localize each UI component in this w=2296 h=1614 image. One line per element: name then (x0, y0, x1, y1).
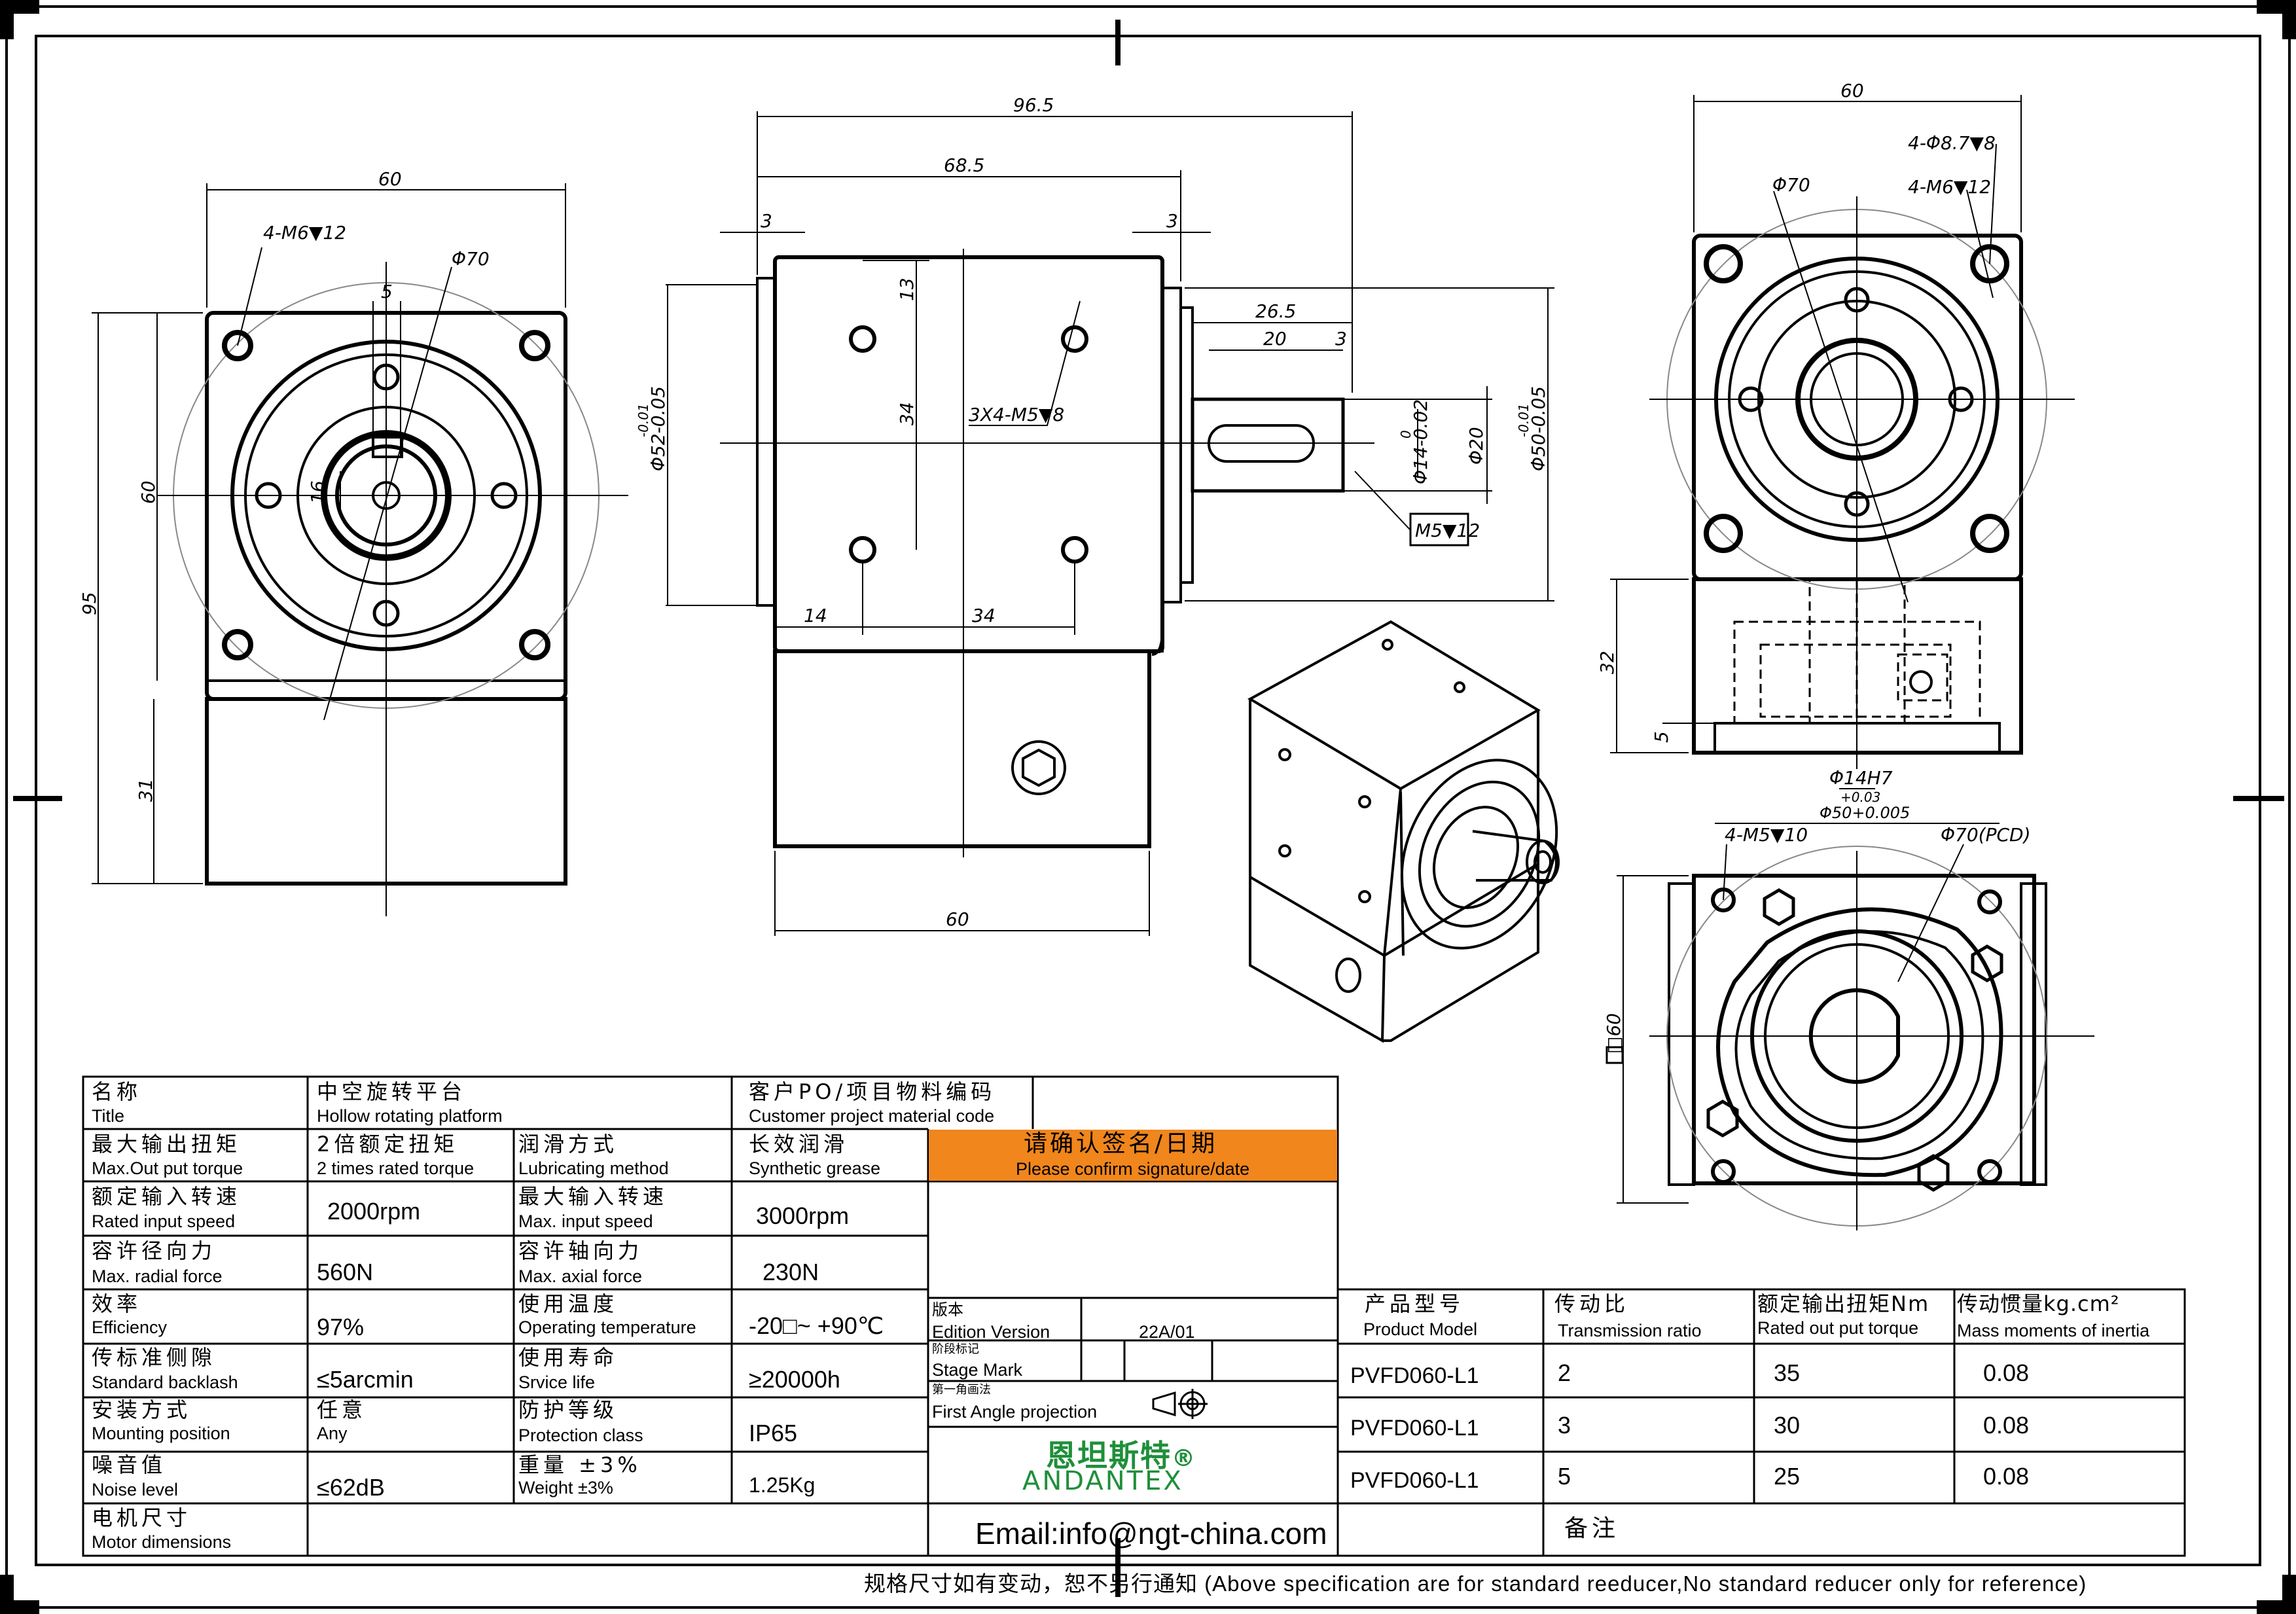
dim-out-spigot: Φ50-0.05 (1528, 386, 1549, 471)
dim-out-spigot-tol: -0.01 (1516, 403, 1532, 437)
dim-shaft-tol: 0 (1398, 430, 1414, 439)
dim-spigot: Φ52-0.05 (647, 386, 669, 471)
dim-flange-left: 3 (761, 210, 772, 232)
dim-front-inner: 16 (307, 480, 329, 504)
dim-body-length: 68.5 (944, 154, 984, 176)
confirm-cell-background (929, 1130, 1337, 1181)
dim-front-lower-height: 31 (135, 778, 156, 802)
dim-front-total-height: 95 (79, 592, 100, 615)
dim-key-offset: 3 (1335, 328, 1347, 350)
dim-rb-size: □60 (1603, 1013, 1624, 1054)
dim-shaft-shoulder: Φ20 (1465, 427, 1487, 465)
dim-right-pcd: Φ70 (1772, 174, 1810, 196)
dim-rb-holes: 4-M5▼10 (1725, 824, 1808, 846)
dim-front-key: 5 (381, 281, 393, 302)
dim-right-height: 32 (1596, 651, 1618, 674)
dim-overall-length: 96.5 (1013, 94, 1054, 116)
dim-right-base: 5 (1651, 731, 1672, 743)
side-view (666, 111, 1554, 936)
dim-front-width: 60 (378, 168, 402, 190)
isometric-view (1247, 620, 1560, 1043)
dim-tapped-holes: 3X4-M5▼8 (969, 404, 1064, 425)
dim-key-length: 20 (1263, 328, 1287, 350)
dim-right-holes-thread: 4-M6▼12 (1908, 176, 1991, 198)
right-top-view (1610, 95, 2075, 824)
dim-base-width: 60 (946, 908, 969, 930)
first-angle-projection-icon (1152, 1389, 1208, 1419)
dimension-labels: 60 60 95 31 4-M6▼12 Φ70 16 5 96.5 68.5 3… (79, 80, 2031, 1054)
dim-bottom-offset: 14 (804, 605, 827, 626)
outer-frame (5, 5, 2291, 1609)
dim-hole-offset: 13 (896, 278, 918, 301)
dim-front-holes: 4-M6▼12 (263, 222, 346, 243)
dim-right-width: 60 (1840, 80, 1864, 101)
dim-front-pcd: Φ70 (452, 248, 490, 270)
dim-spigot-tol: -0.01 (636, 403, 651, 437)
dim-shaft-dia: Φ14-0.02 (1410, 399, 1431, 484)
dim-flange-right: 3 (1166, 210, 1178, 232)
dim-rb-pcd: Φ70(PCD) (1941, 824, 2031, 846)
dim-right-holes-through: 4-Φ8.7▼8 (1908, 132, 1996, 154)
spec-table-grid (82, 1075, 2186, 1557)
dim-hole-pitch-h: 34 (972, 605, 996, 626)
front-view (92, 183, 628, 916)
dim-right-bore-tol: +0.03 (1840, 789, 1880, 805)
dim-hole-pitch-v: 34 (896, 402, 918, 425)
dim-right-bore: Φ14H7 (1829, 767, 1893, 789)
dim-shaft-length: 26.5 (1255, 300, 1296, 322)
dim-center-thread: M5▼12 (1415, 520, 1480, 541)
dim-front-height: 60 (137, 480, 159, 504)
right-bottom-view (1605, 844, 2094, 1230)
dim-right-spigot: Φ50+0.005 (1820, 804, 1910, 822)
